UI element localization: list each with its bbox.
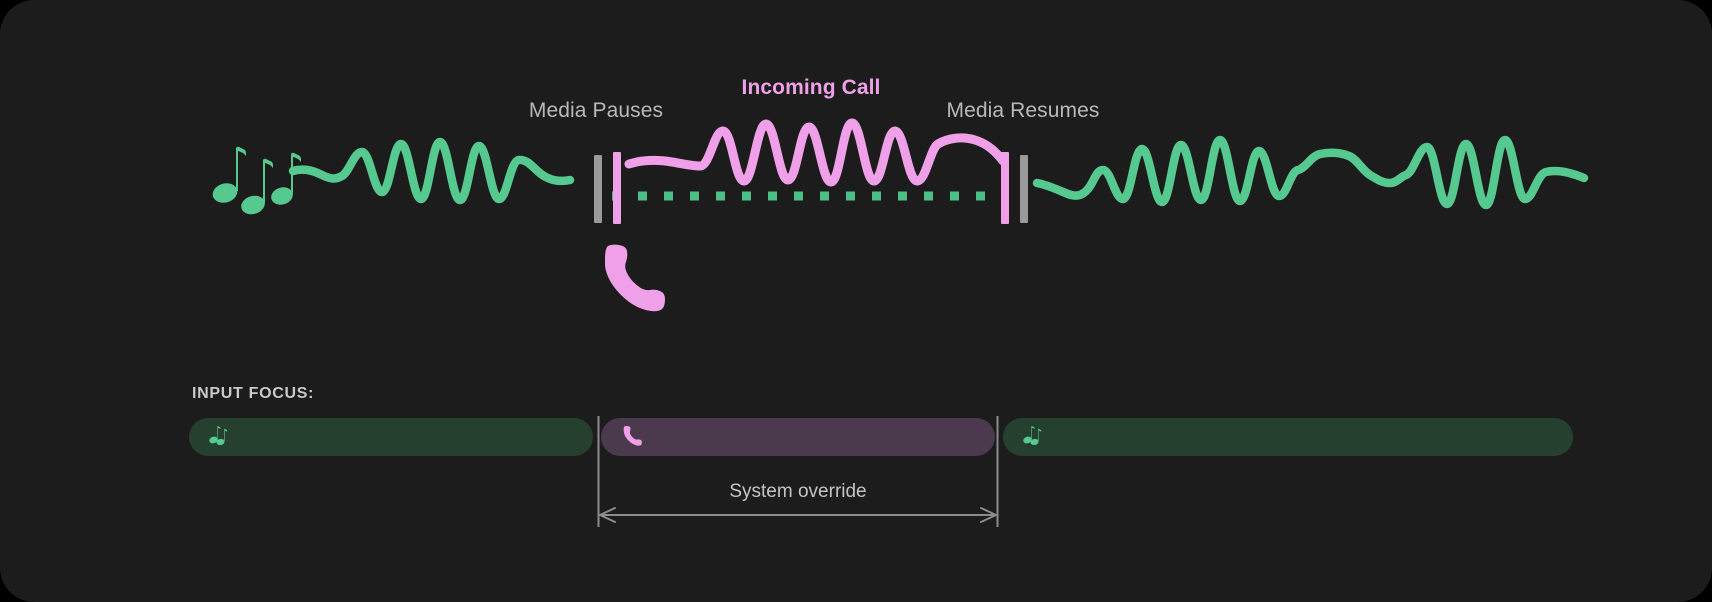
focus-bar-media-left[interactable] — [189, 418, 593, 456]
phone-handset-icon — [621, 425, 642, 450]
marker-media-resumes-gray — [1020, 155, 1028, 223]
focus-bar-media-right[interactable] — [1003, 418, 1573, 456]
override-arrow-head-right — [980, 507, 997, 523]
marker-call-end-pink — [1001, 152, 1009, 224]
input-focus-title: INPUT FOCUS: — [192, 385, 315, 402]
label-media-resumes: Media Resumes — [946, 99, 1100, 122]
phone-handset-icon — [605, 244, 665, 312]
music-notes-icon — [209, 425, 231, 449]
media-waveform-left — [288, 137, 575, 205]
marker-media-pauses-gray — [594, 155, 602, 223]
media-waveform-right — [1032, 135, 1589, 210]
override-arrow-head-left — [599, 507, 616, 523]
label-incoming-call: Incoming Call — [741, 76, 881, 99]
call-waveform — [624, 118, 1008, 187]
label-media-pauses: Media Pauses — [528, 99, 664, 122]
system-override-label: System override — [729, 481, 867, 502]
marker-call-start-pink — [613, 152, 621, 224]
music-notes-icon — [1023, 425, 1045, 449]
music-notes-icon — [212, 146, 301, 215]
focus-bar-call[interactable] — [601, 418, 995, 456]
